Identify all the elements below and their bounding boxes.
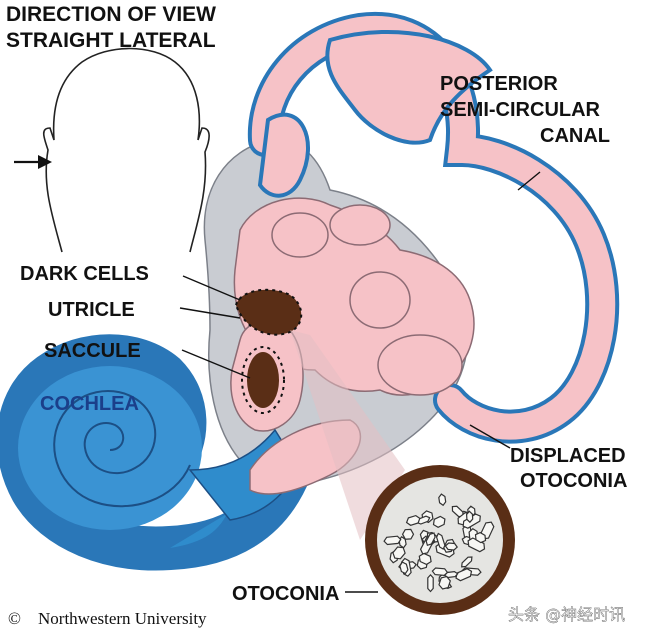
posterior-label-2: SEMI-CIRCULAR — [440, 99, 601, 121]
leader-lines — [179, 171, 541, 593]
otoconia-crystal — [462, 513, 481, 529]
arrow-right-icon — [14, 155, 52, 169]
posterior-semicircular-canal — [247, 11, 620, 444]
otoconia-crystal — [435, 532, 446, 550]
otoconia-crystal — [465, 510, 474, 524]
otoconia-crystal — [438, 493, 447, 507]
otoconia-crystal — [455, 568, 473, 582]
otoconia-crystal — [467, 537, 486, 553]
posterior-label-1: POSTERIOR — [440, 73, 558, 95]
utricle-otoconia-patch — [234, 288, 303, 336]
otoconia-crystal — [405, 514, 421, 526]
saccule-otoconia-patch — [241, 346, 285, 414]
otoconia-crystal — [427, 574, 434, 593]
header-line-1: DIRECTION OF VIEW — [6, 3, 216, 26]
displaced-label-1: DISPLACED — [510, 445, 626, 467]
otoconia-crystal — [425, 532, 436, 547]
otoconia-crystal — [392, 546, 406, 560]
header-line-2: STRAIGHT LATERAL — [6, 29, 216, 52]
otoconia-magnified — [365, 465, 515, 615]
credit-text: Northwestern University — [38, 609, 207, 628]
saccule-label: SACCULE — [44, 340, 141, 362]
otoconia-crystal — [438, 575, 451, 590]
cochlea-label: COCHLEA — [40, 393, 139, 415]
otoconia-crystal — [432, 515, 446, 528]
otoconia-crystal — [444, 542, 459, 551]
dark-cells-label: DARK CELLS — [20, 263, 149, 285]
otoconia-crystal — [383, 535, 402, 546]
otoconia-crystal — [474, 531, 487, 544]
otoconia-crystal — [401, 528, 415, 540]
otoconia-crystal — [431, 567, 449, 577]
otoconia-label: OTOCONIA — [232, 583, 339, 605]
displaced-label-2: OTOCONIA — [520, 470, 627, 492]
head-outline-icon — [42, 47, 210, 253]
zoom-beam — [290, 330, 405, 540]
copyright-symbol: © — [8, 609, 21, 628]
posterior-label-3: CANAL — [540, 125, 610, 147]
otoconia-crystal — [399, 561, 409, 575]
watermark-text: 头条 @神经时讯 — [508, 605, 625, 624]
otoconia-crystal — [461, 556, 473, 568]
utricle-label: UTRICLE — [48, 299, 135, 321]
